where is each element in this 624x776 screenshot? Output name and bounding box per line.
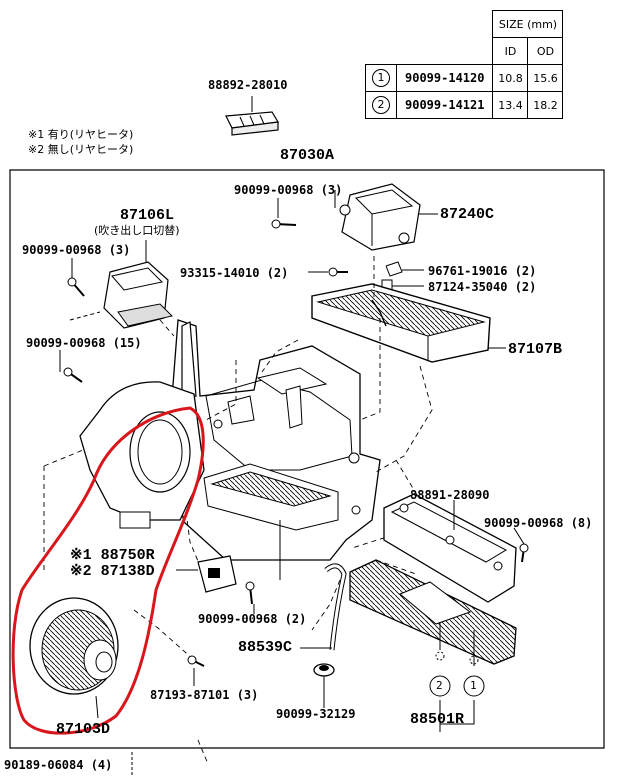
blower-motor-87103D	[29, 597, 119, 719]
label-88501R: 88501R	[410, 711, 465, 728]
label-88892: 88892-28010	[208, 78, 288, 92]
label-87030A: 87030A	[280, 147, 335, 164]
screw-icon	[59, 350, 83, 383]
highlight-circle	[11, 406, 205, 735]
label-90099-00968-8: 90099-00968 (8)	[484, 516, 593, 530]
label-88539C: 88539C	[238, 639, 293, 656]
screw-icon	[513, 527, 529, 563]
servo-87240C	[334, 183, 438, 251]
od-value: 15.6	[527, 64, 564, 92]
id-value: 13.4	[492, 91, 529, 119]
label-93315: 93315-14010 (2)	[180, 266, 289, 280]
evaporator-cover-88891	[383, 493, 517, 603]
screw-icon	[245, 581, 255, 614]
grommet-90099-32129	[313, 663, 335, 708]
od-value: 18.2	[527, 91, 564, 119]
label-90099-32129: 90099-32129	[276, 707, 356, 721]
label-87107B: 87107B	[508, 341, 563, 358]
label-87193: 87193-87101 (3)	[150, 688, 259, 702]
screw-icon	[271, 198, 297, 229]
label-87106L: 87106L	[120, 207, 175, 224]
note-with-rear-heater: ※1 有り(リヤヒータ)	[28, 128, 134, 141]
label-90099-00968-3b: 90099-00968 (3)	[22, 243, 131, 257]
part-number: 90099-14121	[395, 91, 494, 119]
blower-case	[79, 321, 205, 529]
assembly-frame	[9, 169, 605, 749]
table-row: 1 90099-14120 10.8 15.6	[365, 64, 564, 92]
drain-hose-88539C	[300, 563, 347, 651]
circle-2-number: 2	[436, 679, 443, 692]
screw-icon	[308, 267, 348, 277]
label-87240C: 87240C	[440, 206, 495, 223]
marker-circle-1	[463, 675, 485, 697]
label-87106L-note: (吹き出し口切替)	[94, 224, 180, 237]
label-87103D: 87103D	[56, 721, 111, 738]
screw-icon	[67, 258, 85, 297]
label-90099-00968-3a: 90099-00968 (3)	[234, 183, 343, 197]
label-87138D: ※2 87138D	[70, 563, 155, 580]
marker-circle-2	[429, 675, 451, 697]
size-table: SIZE (mm) ID OD 1 90099-14120 10.8 15.6 …	[365, 10, 564, 119]
label-87124: 87124-35040 (2)	[428, 280, 537, 294]
label-88891: 88891-28090	[410, 488, 490, 502]
id-value: 10.8	[492, 64, 529, 92]
label-96761: 96761-19016 (2)	[428, 264, 537, 278]
label-90099-00968-2: 90099-00968 (2)	[198, 612, 307, 626]
heater-core-87107B	[311, 283, 506, 363]
label-88750R: ※1 88750R	[70, 547, 155, 564]
register-88892	[225, 96, 279, 136]
table-row: 2 90099-14121 13.4 18.2	[365, 91, 564, 119]
label-90189: 90189-06084 (4)	[4, 758, 113, 772]
label-90099-00968-15: 90099-00968 (15)	[26, 336, 142, 350]
note-without-rear-heater: ※2 無し(リヤヒータ)	[28, 143, 134, 156]
evaporator-88501R	[349, 559, 517, 732]
col-od: OD	[527, 37, 564, 65]
resistor-88750R	[176, 555, 237, 593]
size-header: SIZE (mm)	[492, 10, 564, 38]
unit-housing	[167, 319, 381, 580]
circle-1-number: 1	[470, 679, 477, 692]
actuator-87106L	[103, 240, 173, 329]
circle-mark: 2	[372, 96, 390, 114]
part-number: 90099-14120	[395, 64, 494, 92]
circle-mark: 1	[372, 69, 390, 87]
col-id: ID	[492, 37, 529, 65]
screw-icon	[187, 655, 205, 686]
